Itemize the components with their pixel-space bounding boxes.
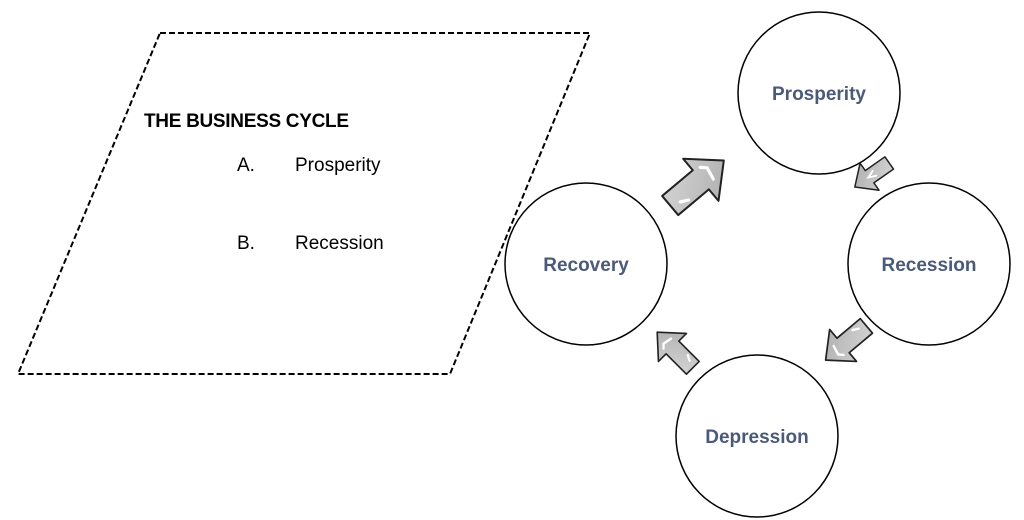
node-recovery: Recovery: [504, 182, 668, 346]
node-label: Depression: [705, 427, 808, 448]
node-recession: Recession: [847, 182, 1011, 346]
arrow-up-left-icon: [656, 331, 700, 375]
outline-box: [16, 32, 592, 375]
node-label: Prosperity: [772, 84, 866, 105]
arrow-down-right-icon: [854, 156, 895, 191]
node-depression: Depression: [675, 354, 839, 518]
outline-item-text: Prosperity: [295, 155, 381, 176]
outline-title: THE BUSINESS CYCLE: [144, 111, 349, 132]
node-label: Recovery: [543, 255, 629, 276]
arrow-up-right-icon: [661, 157, 725, 217]
outline-item-letter: A.: [237, 155, 255, 176]
node-prosperity: Prosperity: [737, 11, 901, 175]
outline-item-letter: B.: [237, 233, 255, 254]
node-label: Recession: [881, 255, 976, 276]
arrow-down-left-icon: [824, 317, 874, 363]
outline-item-text: Recession: [295, 233, 384, 254]
